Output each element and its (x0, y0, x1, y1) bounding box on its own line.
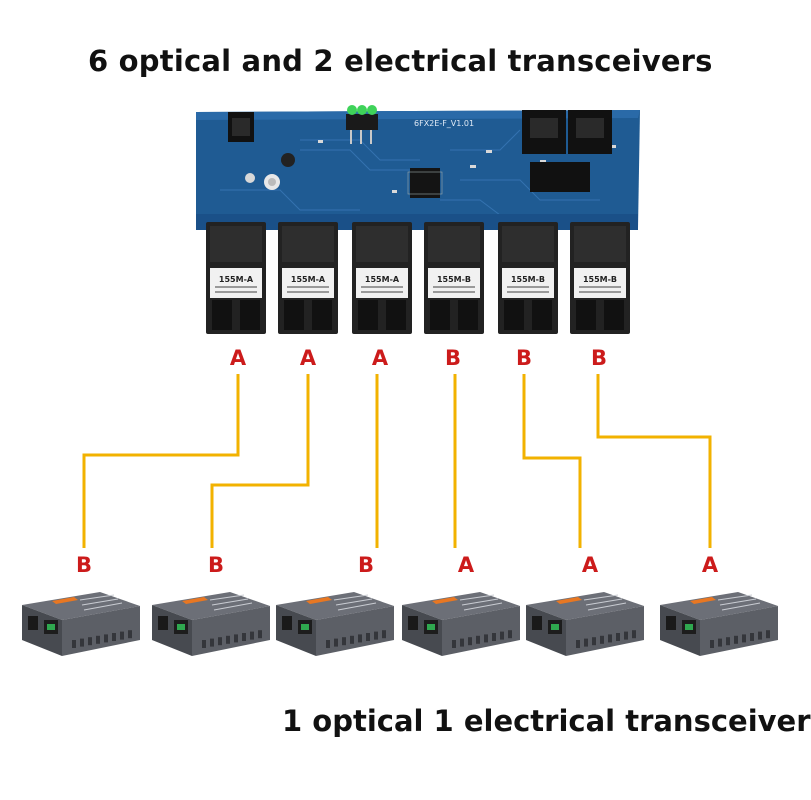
fiber-line (522, 374, 582, 548)
port-type-label: B (357, 553, 374, 577)
port-type-label: A (457, 553, 475, 577)
media-converters (22, 592, 778, 656)
module-type-label: 155M-A (365, 275, 400, 284)
optical-module: 155M-B (498, 222, 558, 334)
rj45-ports (522, 110, 612, 192)
optical-module: 155M-A (352, 222, 412, 334)
status-leds (346, 105, 378, 144)
port-type-label: A (581, 553, 599, 577)
port-type-label: B (207, 553, 224, 577)
media-converter (152, 592, 270, 656)
port-type-label: B (444, 346, 461, 370)
module-type-label: 155M-A (219, 275, 254, 284)
module-type-label: 155M-B (437, 275, 471, 284)
module-type-label: 155M-B (511, 275, 545, 284)
media-converter (22, 592, 140, 656)
media-converter (660, 592, 778, 656)
module-type-label: 155M-B (583, 275, 617, 284)
port-type-label: B (515, 346, 532, 370)
fiber-links (82, 374, 712, 548)
optical-module: 155M-B (570, 222, 630, 334)
optical-module: 155M-B (424, 222, 484, 334)
port-type-label: A (701, 553, 719, 577)
optical-modules: 155M-A 155M-A 155M-A 155M-B 155M-B 155M-B (206, 222, 630, 334)
media-converter (526, 592, 644, 656)
port-type-label: A (229, 346, 247, 370)
media-converter (276, 592, 394, 656)
port-type-label: A (299, 346, 317, 370)
module-type-label: 155M-A (291, 275, 326, 284)
fiber-line (596, 374, 712, 548)
fiber-line (210, 374, 310, 548)
fiber-line (82, 374, 240, 548)
port-type-label: B (590, 346, 607, 370)
pcb-board: 6FX2E-F_V1.01 (196, 105, 640, 230)
port-type-label: A (371, 346, 389, 370)
pcb-silkscreen: 6FX2E-F_V1.01 (414, 119, 474, 128)
top-heading: 6 optical and 2 electrical transceivers (88, 44, 713, 78)
optical-module: 155M-A (278, 222, 338, 334)
media-converter (402, 592, 520, 656)
bottom-heading: 1 optical 1 electrical transceiver (282, 704, 811, 738)
switch-chip (410, 168, 440, 198)
port-type-label: B (75, 553, 92, 577)
optical-module: 155M-A (206, 222, 266, 334)
